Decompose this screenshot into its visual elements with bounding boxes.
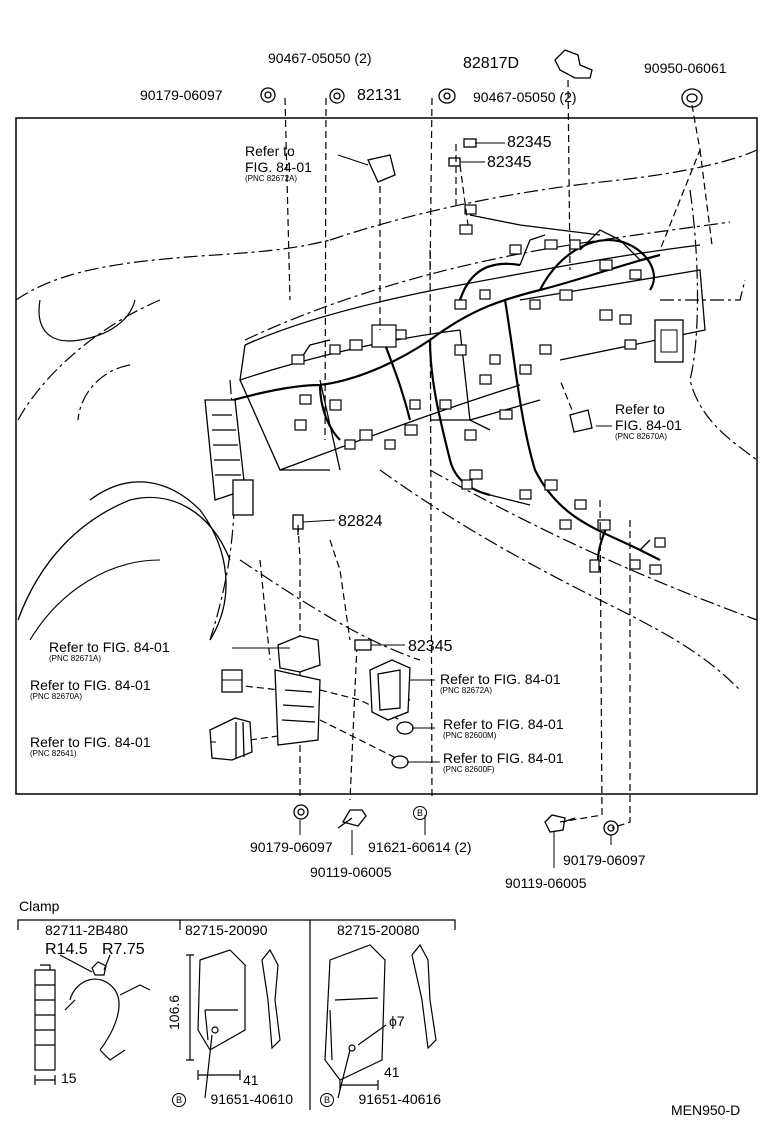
clamp3-bolt: B 91651-40616 bbox=[320, 1091, 441, 1109]
clamp2-bolt: B 91651-40610 bbox=[172, 1091, 293, 1109]
refer-pnc: (PNC 82670A) bbox=[615, 432, 668, 441]
refer-pnc: (PNC 82672A) bbox=[245, 174, 298, 183]
junction-block-left bbox=[204, 399, 254, 516]
refer-pnc: (PNC 82641) bbox=[30, 749, 77, 758]
refer-pnc: (PNC 82672A) bbox=[440, 686, 493, 695]
refer-pnc: (PNC 82600M) bbox=[443, 731, 497, 740]
clamp2-body bbox=[197, 949, 246, 1051]
clamp2-width: 41 bbox=[243, 1072, 259, 1088]
refer-line1: Refer to bbox=[615, 401, 665, 417]
refer-label-82600M: Refer to FIG. 84-01 (PNC 82600M) bbox=[443, 717, 564, 740]
refer-text: Refer to FIG. 84-01 bbox=[30, 734, 151, 750]
leader-lines bbox=[234, 79, 713, 829]
clamp1-body bbox=[34, 969, 56, 1071]
connector-82670A-right bbox=[569, 409, 593, 433]
diagram-code: MEN950-D bbox=[671, 1102, 741, 1118]
connector-82600M bbox=[396, 721, 414, 735]
diagram-frame bbox=[15, 117, 758, 795]
clip-90179-bottom-b bbox=[603, 820, 619, 836]
refer-label-82641: Refer to FIG. 84-01 (PNC 82641) bbox=[30, 735, 151, 758]
refer-pnc: (PNC 82671A) bbox=[49, 654, 102, 663]
clip-82345-a bbox=[463, 138, 477, 148]
part-label-82817D: 82817D bbox=[463, 55, 520, 72]
connector-82672A-top bbox=[367, 154, 396, 183]
part-label-90119-06005-a: 90119-06005 bbox=[310, 864, 392, 880]
refer-label-82672A-right: Refer to FIG. 84-01 (PNC 82672A) bbox=[440, 672, 561, 695]
refer-label-82671A: Refer to FIG. 84-01 (PNC 82671A) bbox=[49, 640, 170, 663]
part-label-91621-60614: 91621-60614 (2) bbox=[368, 839, 472, 855]
part-label-90179-06097-b: 90179-06097 bbox=[563, 852, 646, 868]
clamp3-part-number: 82715-20080 bbox=[337, 922, 420, 938]
refer-line2: FIG. 84-01 bbox=[615, 417, 682, 433]
label-ticks bbox=[210, 142, 612, 868]
part-label-90179-06097-top: 90179-06097 bbox=[140, 87, 223, 103]
clamp1-dimension: 15 bbox=[61, 1070, 77, 1086]
relay-block-right bbox=[654, 319, 684, 363]
clip-82345-c bbox=[354, 639, 372, 651]
refer-text: Refer to FIG. 84-01 bbox=[443, 716, 564, 732]
b-marker-icon: B bbox=[320, 1092, 334, 1107]
clamp3-body bbox=[324, 944, 386, 1081]
nut-90467-right bbox=[438, 88, 456, 104]
refer-pnc: (PNC 82670A) bbox=[30, 692, 83, 701]
nut-90467-left bbox=[329, 88, 345, 104]
relay-82670A-left bbox=[221, 669, 243, 693]
connector-82600F bbox=[391, 755, 409, 769]
connectors bbox=[291, 204, 666, 575]
lower-components bbox=[209, 635, 414, 769]
relay-82641 bbox=[209, 717, 253, 761]
clamp1-radius-1: R14.5 bbox=[45, 941, 88, 958]
clamp3-width: 41 bbox=[384, 1064, 400, 1080]
part-label-90179-06097-a: 90179-06097 bbox=[250, 839, 333, 855]
grommet-90950 bbox=[681, 88, 703, 108]
bolt-90119-b bbox=[544, 814, 566, 833]
clamp2-bolt-number: 91651-40610 bbox=[210, 1091, 293, 1107]
part-label-90119-06005-b: 90119-06005 bbox=[505, 875, 587, 891]
clamp2-part-number: 82715-20090 bbox=[185, 922, 268, 938]
part-label-82131: 82131 bbox=[357, 87, 402, 104]
clamp1-loop bbox=[69, 978, 120, 1051]
refer-text: Refer to FIG. 84-01 bbox=[443, 750, 564, 766]
bracket-82817D bbox=[554, 49, 593, 79]
refer-text: Refer to FIG. 84-01 bbox=[49, 639, 170, 655]
bottom-fasteners bbox=[293, 804, 619, 836]
refer-line1: Refer to bbox=[245, 143, 295, 159]
clamp-section bbox=[17, 919, 456, 1110]
bolt-90119-a bbox=[342, 809, 367, 827]
part-label-90950-06061: 90950-06061 bbox=[644, 60, 727, 76]
refer-label-82670A-left: Refer to FIG. 84-01 (PNC 82670A) bbox=[30, 678, 151, 701]
part-label-82345-a: 82345 bbox=[507, 134, 552, 151]
refer-label-82600F: Refer to FIG. 84-01 (PNC 82600F) bbox=[443, 751, 564, 774]
relay-82671A bbox=[277, 635, 321, 673]
part-label-82824: 82824 bbox=[338, 513, 383, 530]
b-marker-icon: B bbox=[413, 806, 427, 820]
refer-text: Refer to FIG. 84-01 bbox=[440, 671, 561, 687]
wheel bbox=[89, 481, 227, 641]
refer-pnc: (PNC 82600F) bbox=[443, 765, 495, 774]
clip-90179-top bbox=[260, 87, 276, 103]
part-label-82345-c: 82345 bbox=[408, 638, 453, 655]
clamp3-bolt-number: 91651-40616 bbox=[358, 1091, 441, 1107]
clip-90179-bottom-a bbox=[293, 804, 309, 820]
clip-82345-b bbox=[448, 157, 461, 167]
clamp1-radius-2: R7.75 bbox=[102, 941, 145, 958]
nose-outline bbox=[38, 299, 136, 342]
wheel-arch bbox=[17, 496, 231, 621]
wire-harness-thin bbox=[299, 214, 651, 551]
clamp-title: Clamp bbox=[19, 898, 60, 914]
clamp3-hole-diameter: ϕ7 bbox=[389, 1013, 405, 1029]
part-label-82345-b: 82345 bbox=[487, 154, 532, 171]
refer-text: Refer to FIG. 84-01 bbox=[30, 677, 151, 693]
refer-label-82670A-right: Refer to FIG. 84-01 (PNC 82670A) bbox=[615, 402, 682, 441]
refer-label-82672A-top: Refer to FIG. 84-01 (PNC 82672A) bbox=[245, 144, 312, 183]
part-label-90467-05050-left: 90467-05050 (2) bbox=[268, 50, 372, 66]
clamp-bracket-line bbox=[17, 919, 456, 930]
b-marker-icon: B bbox=[172, 1092, 186, 1107]
clamp1-part-number: 82711-2B480 bbox=[45, 922, 129, 938]
refer-line2: FIG. 84-01 bbox=[245, 159, 312, 175]
clamp2-height: 106.6 bbox=[166, 994, 182, 1030]
part-label-90467-05050-right: 90467-05050 (2) bbox=[473, 89, 577, 105]
